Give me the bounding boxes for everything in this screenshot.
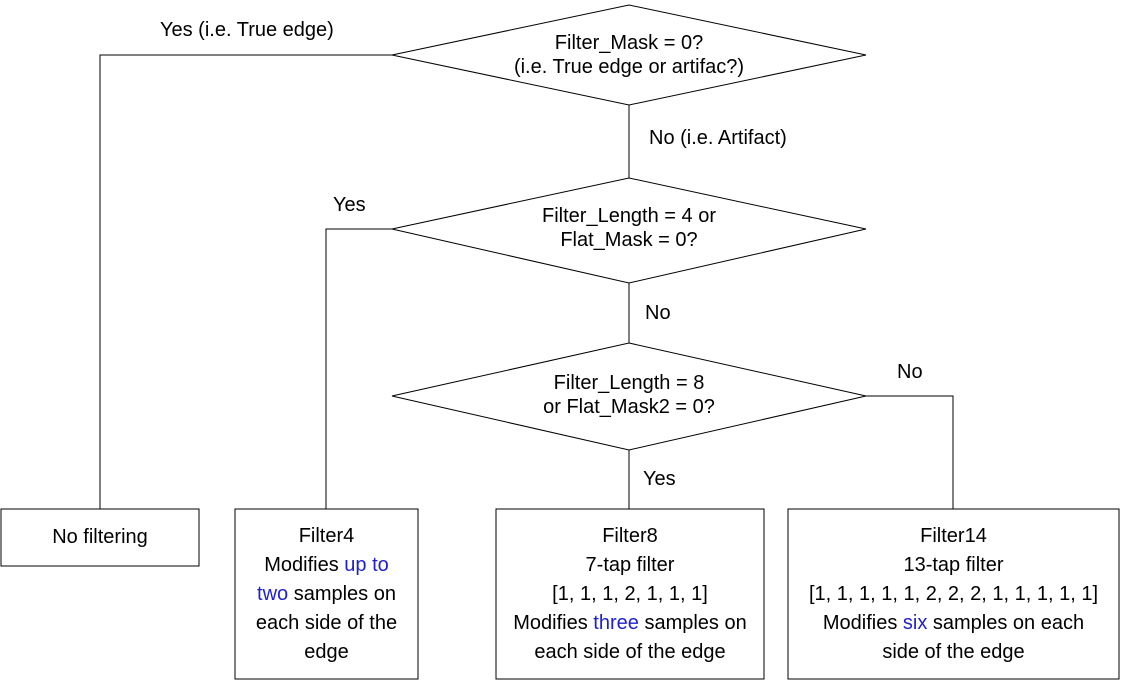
- filter14-box-frame: [787, 508, 1120, 680]
- filter8-line2: 7-tap filter: [585, 553, 675, 576]
- filter8-line4: Modifies three samples on: [513, 609, 746, 638]
- connector-d2-yes: [325, 228, 392, 509]
- decision-3-line2: or Flat_Mask2 = 0?: [543, 396, 715, 418]
- edge-label-d2-no: No: [645, 302, 671, 324]
- decision-2-line2: Flat_Mask = 0?: [560, 229, 698, 251]
- no-filtering-label: No filtering: [52, 526, 148, 548]
- decision-1-line2: (i.e. True edge or artifac?): [513, 56, 745, 78]
- filter8-box-frame: [495, 508, 765, 680]
- decision-3-text: Filter_Length = 8 or Flat_Mask2 = 0?: [429, 371, 829, 419]
- decision-1-text: Filter_Mask = 0? (i.e. True edge or arti…: [429, 31, 829, 79]
- edge-label-d3-no: No: [897, 361, 923, 383]
- filter8-highlight-three: three: [593, 611, 639, 634]
- filter14-line4-post: samples on each: [927, 611, 1085, 634]
- decision-2-text: Filter_Length = 4 or Flat_Mask = 0?: [429, 204, 829, 252]
- filter4-line2-text: Modifies: [264, 553, 345, 576]
- filter14-title: Filter14: [920, 524, 987, 547]
- filter4-line3-text: samples on: [288, 582, 396, 605]
- edge-label-d1-no: No (i.e. Artifact): [649, 127, 787, 149]
- filter4-line3: two samples on: [256, 580, 397, 609]
- filter4-title: Filter4: [298, 524, 355, 547]
- filter14-line4: Modifies six samples on each: [809, 609, 1098, 638]
- filter14-box: Filter14 13-tap filter [1, 1, 1, 1, 1, 2…: [788, 509, 1119, 679]
- filter4-highlight-up-to: up to: [344, 553, 389, 576]
- edge-label-d1-yes: Yes (i.e. True edge): [160, 19, 334, 41]
- decision-diamond-2: [391, 177, 867, 284]
- filter14-line4-pre: Modifies: [822, 611, 903, 634]
- filter4-box-frame: [234, 508, 419, 680]
- edge-label-d2-yes: Yes: [333, 194, 366, 216]
- filter14-highlight-six: six: [902, 611, 928, 634]
- filter14-line2: 13-tap filter: [903, 553, 1004, 576]
- filter8-line4-pre: Modifies: [513, 611, 594, 634]
- filter8-line4-post: samples on: [638, 611, 747, 634]
- filter8-box: Filter8 7-tap filter [1, 1, 1, 2, 1, 1, …: [496, 509, 764, 679]
- decision-2-line1: Filter_Length = 4 or: [542, 205, 716, 227]
- filter14-line5: side of the edge: [882, 640, 1025, 663]
- filter14-coefficients: [1, 1, 1, 1, 1, 2, 2, 2, 1, 1, 1, 1, 1]: [808, 582, 1099, 605]
- connector-d3-no: [866, 395, 954, 509]
- filter4-box: Filter4 Modifies up to two samples on ea…: [235, 509, 418, 679]
- no-filtering-box: No filtering: [1, 509, 199, 566]
- filter8-line5: each side of the edge: [534, 640, 726, 663]
- decision-diamond-1: [391, 4, 867, 106]
- filter4-line2: Modifies up to: [256, 551, 397, 580]
- decision-3-line1: Filter_Length = 8: [553, 372, 705, 394]
- filter4-line4: each side of the: [255, 611, 398, 634]
- filter8-title: Filter8: [602, 524, 658, 547]
- connector-d1-yes: [99, 54, 392, 509]
- filter4-highlight-two: two: [257, 582, 289, 605]
- filter8-coefficients: [1, 1, 1, 2, 1, 1, 1]: [552, 582, 708, 605]
- decision-1-line1: Filter_Mask = 0?: [554, 32, 704, 54]
- no-filtering-box-frame: [0, 508, 200, 567]
- filter4-line5: edge: [304, 640, 349, 663]
- edge-label-d3-yes: Yes: [643, 468, 676, 490]
